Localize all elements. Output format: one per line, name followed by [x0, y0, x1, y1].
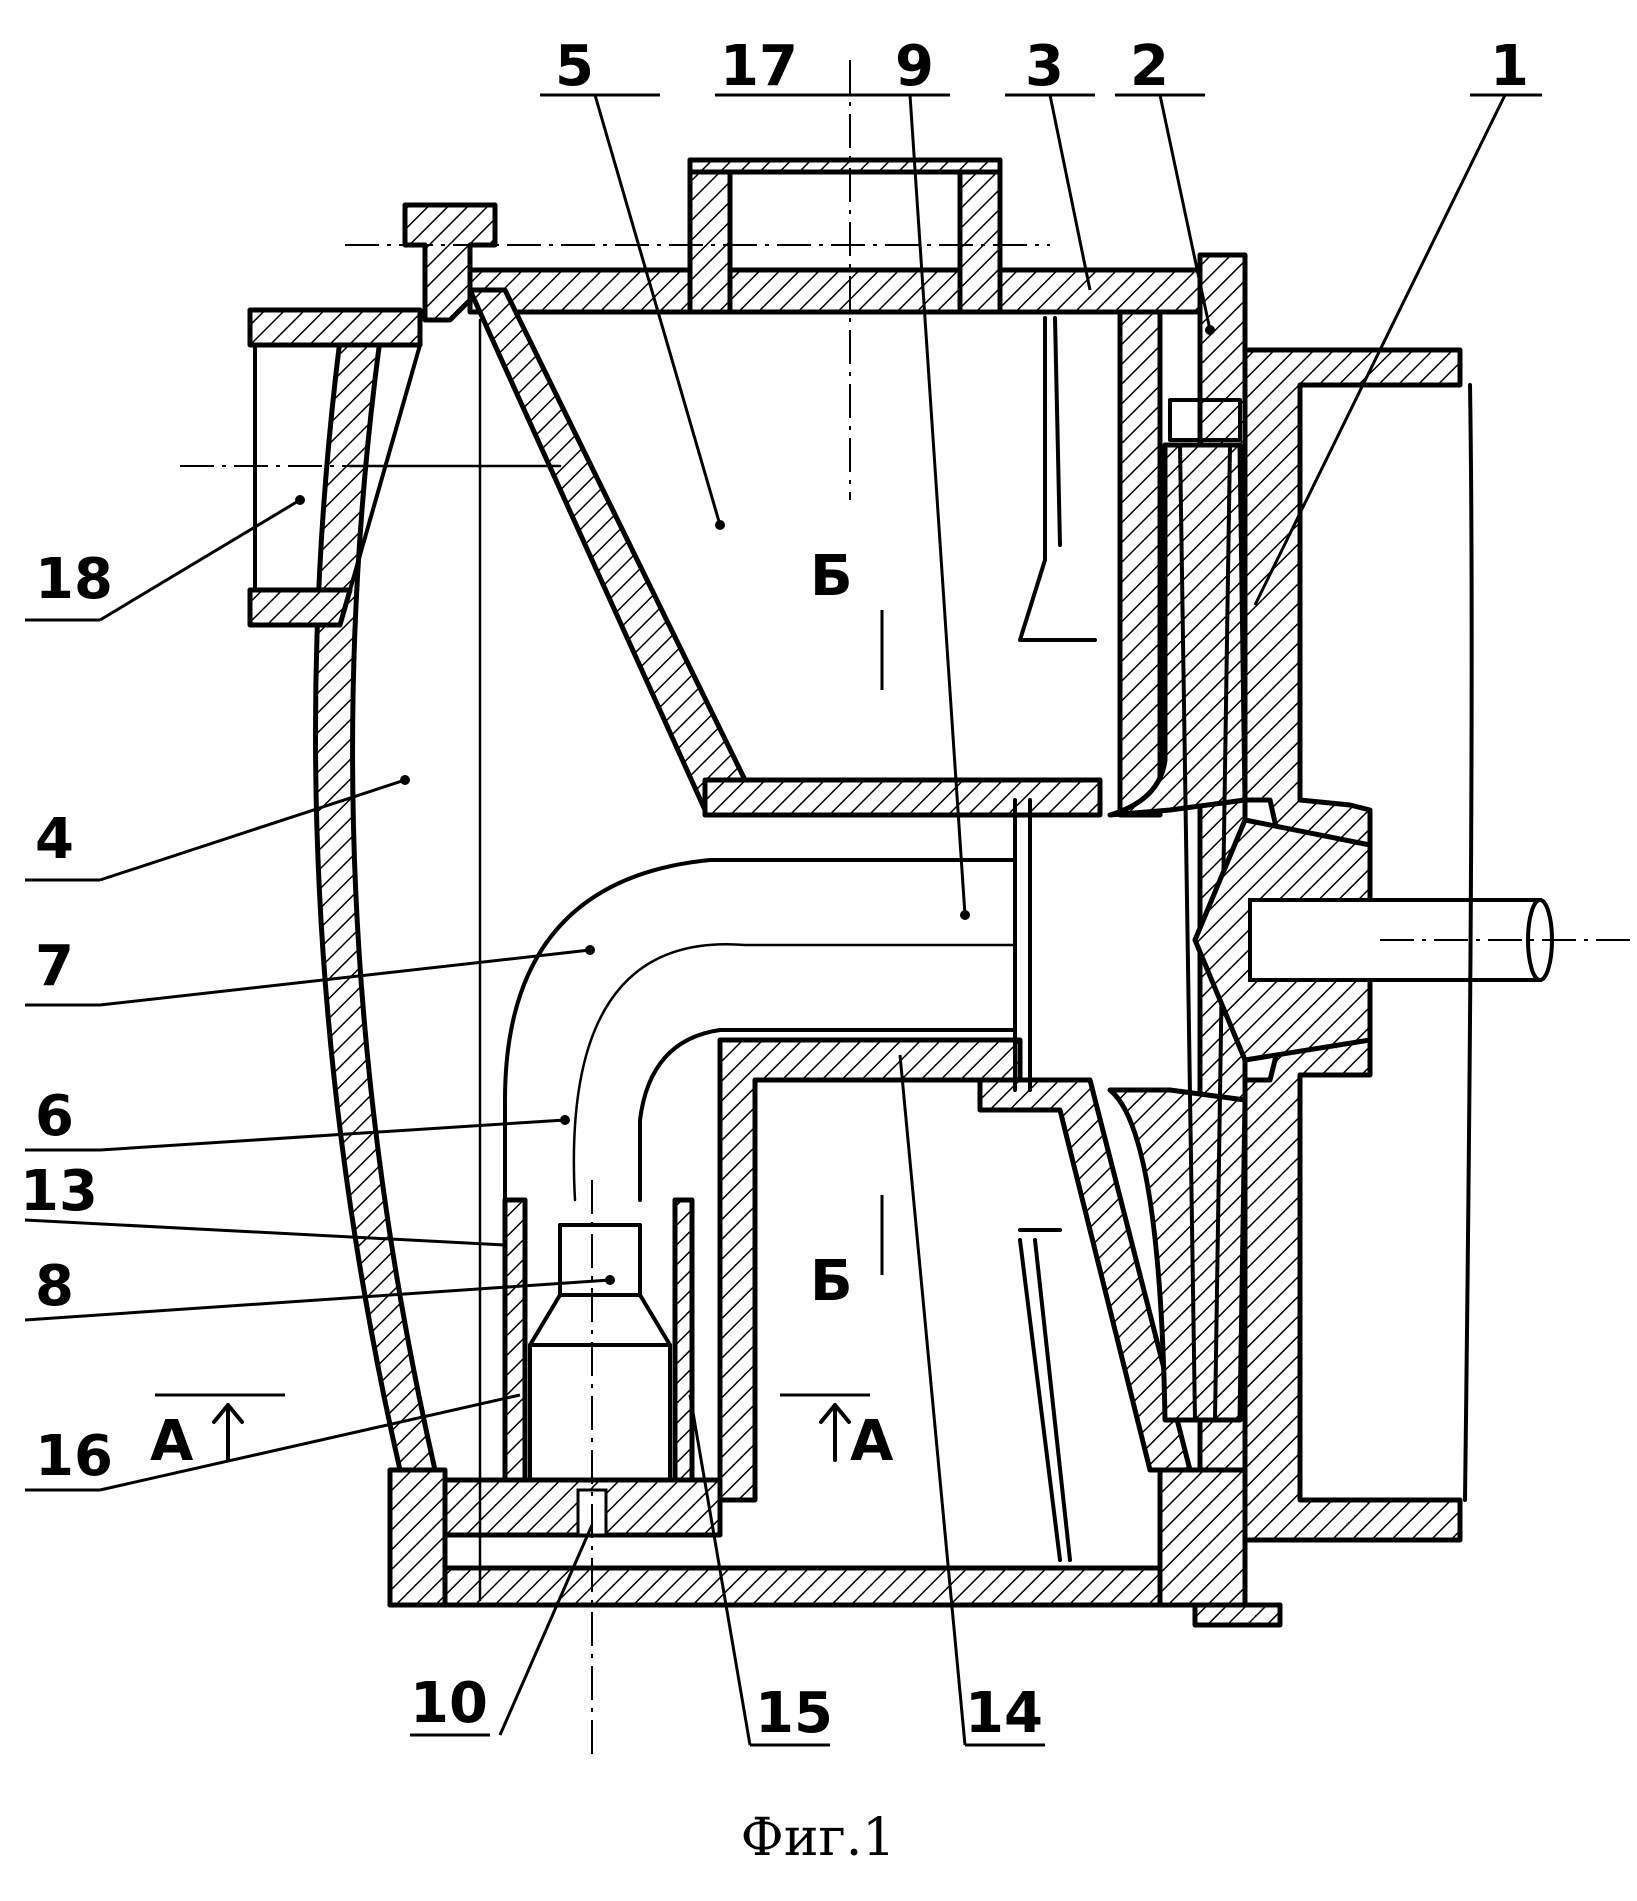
label-part-13: 13 — [20, 1159, 98, 1224]
label-part-1: 1 — [1490, 34, 1529, 99]
label-part-7: 7 — [35, 934, 74, 999]
label-part-18: 18 — [35, 547, 113, 612]
label-part-15: 15 — [755, 1681, 833, 1746]
figure-caption: Фиг.1 — [741, 1808, 896, 1868]
label-part-9: 9 — [895, 34, 934, 99]
outer-casing — [316, 205, 1221, 1605]
section-marker-b-lower: Б — [810, 1249, 853, 1314]
label-part-10: 10 — [410, 1671, 488, 1736]
label-part-16: 16 — [35, 1424, 113, 1489]
label-part-6: 6 — [35, 1084, 74, 1149]
section-marker-b-upper: Б — [810, 544, 853, 609]
label-part-17: 17 — [720, 34, 798, 99]
lower-chamber-wall — [720, 1040, 1190, 1560]
label-part-8: 8 — [35, 1254, 74, 1319]
impeller-housing — [1110, 255, 1630, 1625]
jet-pipe-7 — [505, 800, 1030, 1200]
label-part-3: 3 — [1025, 34, 1064, 99]
section-marker-a-left: А — [150, 1409, 194, 1474]
label-part-4: 4 — [35, 807, 74, 872]
section-arrow-a-left — [214, 1405, 242, 1460]
section-marker-a-right: А — [850, 1409, 894, 1474]
label-part-2: 2 — [1130, 34, 1169, 99]
section-arrow-a-right — [821, 1405, 849, 1460]
label-part-14: 14 — [965, 1681, 1043, 1746]
label-part-5: 5 — [555, 34, 594, 99]
